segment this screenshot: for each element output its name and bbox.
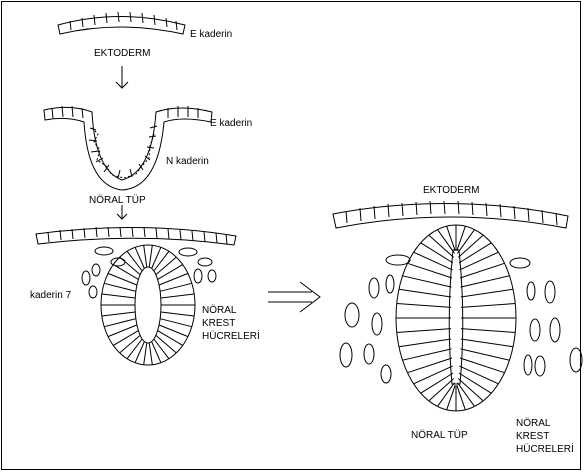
neural-tube-cell-boundary — [399, 339, 451, 347]
ectoderm-sheet-stage3 — [36, 227, 236, 245]
neural-tube-cell-boundary — [149, 245, 152, 267]
neural-tube-cell-boundary — [102, 294, 135, 298]
neural-tube-cell-boundary — [403, 276, 452, 287]
label-e-cadherin-middle: E kaderin — [210, 118, 252, 129]
ectoderm-sheet-stage4 — [333, 201, 568, 228]
neural-tube-cell-boundary — [104, 319, 136, 327]
neural-tube-cell-boundary — [159, 325, 188, 337]
neural-tube-cell-boundary — [461, 289, 513, 297]
label-ectoderm-right: EKTODERM — [423, 185, 480, 196]
neural-tube-cell-boundary — [108, 273, 137, 285]
neural-tube-cell-boundary — [154, 339, 169, 359]
neural-tube-cell-boundary — [127, 339, 142, 359]
neural-tube-cell-boundary — [120, 335, 141, 353]
neural-groove-stage2 — [44, 106, 212, 190]
neural-tube-cell-boundary — [102, 312, 135, 316]
neural-tube-cell-boundary — [127, 251, 142, 271]
transition-arrow — [268, 282, 320, 312]
neural-tube-cell-boundary — [461, 304, 515, 308]
neural-tube-cell-boundary — [144, 245, 147, 267]
neural-tube-cell-boundary — [160, 319, 192, 327]
neural-tube-cell-boundary — [397, 329, 451, 333]
neural-tube-cell-boundary — [461, 339, 513, 347]
neural-tube-cell-boundary — [108, 325, 137, 337]
neural-tube-cell-boundary — [161, 312, 194, 316]
neural-tube-cell-boundary — [457, 385, 466, 410]
neural-tube-cell-boundary — [399, 289, 451, 297]
neural-tube-cell-boundary — [447, 385, 456, 410]
neural-tube-cell-boundary — [149, 343, 152, 365]
down-arrow-2 — [117, 205, 127, 219]
neural-tube-cell-boundary — [144, 343, 147, 365]
neural-tube-cell-boundary — [135, 342, 144, 363]
down-arrow-1 — [116, 66, 128, 88]
neural-tube-right — [396, 225, 516, 411]
label-cadherin-7: kaderin 7 — [30, 290, 71, 301]
label-neural-tube-right: NÖRAL TÜP — [411, 430, 468, 441]
neural-tube-cell-boundary — [403, 349, 452, 360]
neural-tube-cell-boundary — [152, 247, 161, 268]
neural-tube-cell-boundary — [457, 226, 466, 251]
label-neural-crest-left-1: NÖRAL — [202, 305, 236, 316]
label-neural-tube-mid: NÖRAL TÜP — [89, 195, 146, 206]
neural-tube-cell-boundary — [152, 342, 161, 363]
neural-tube-cell-boundary — [154, 251, 169, 271]
ectoderm-sheet-stage1 — [58, 12, 185, 34]
neural-tube-cell-boundary — [156, 257, 177, 275]
label-neural-crest-left-2: KREST — [202, 318, 235, 329]
label-n-cadherin: N kaderin — [166, 156, 209, 167]
neural-tube-left — [101, 245, 195, 365]
label-neural-crest-right-1: NÖRAL — [516, 418, 550, 429]
neural-tube-cell-boundary — [156, 335, 177, 353]
neural-tube-cell-boundary — [461, 329, 515, 333]
label-ectoderm-top: EKTODERM — [94, 48, 151, 59]
neural-tube-cell-boundary — [460, 358, 505, 373]
neural-tube-cell-boundary — [461, 349, 510, 360]
neural-tube-cell-boundary — [460, 263, 505, 278]
neural-tube-cell-boundary — [397, 304, 451, 308]
label-neural-crest-right-3: HÜCRELERİ — [516, 444, 574, 455]
neural-tube-cell-boundary — [135, 247, 144, 268]
label-neural-crest-right-2: KREST — [516, 431, 549, 442]
neural-tube-cell-boundary — [447, 226, 456, 251]
neural-tube-cell-boundary — [408, 263, 453, 278]
neural-tube-cell-boundary — [120, 257, 141, 275]
neural-tube-cell-boundary — [104, 283, 136, 291]
neural-tube-cell-boundary — [408, 358, 453, 373]
neural-tube-cell-boundary — [160, 283, 192, 291]
neural-tube-cell-boundary — [461, 276, 510, 287]
neural-tube-cell-boundary — [161, 294, 194, 298]
neural-tube-cell-boundary — [159, 273, 188, 285]
label-e-cadherin-top: E kaderin — [190, 29, 232, 40]
label-neural-crest-left-3: HÜCRELERİ — [202, 331, 260, 342]
